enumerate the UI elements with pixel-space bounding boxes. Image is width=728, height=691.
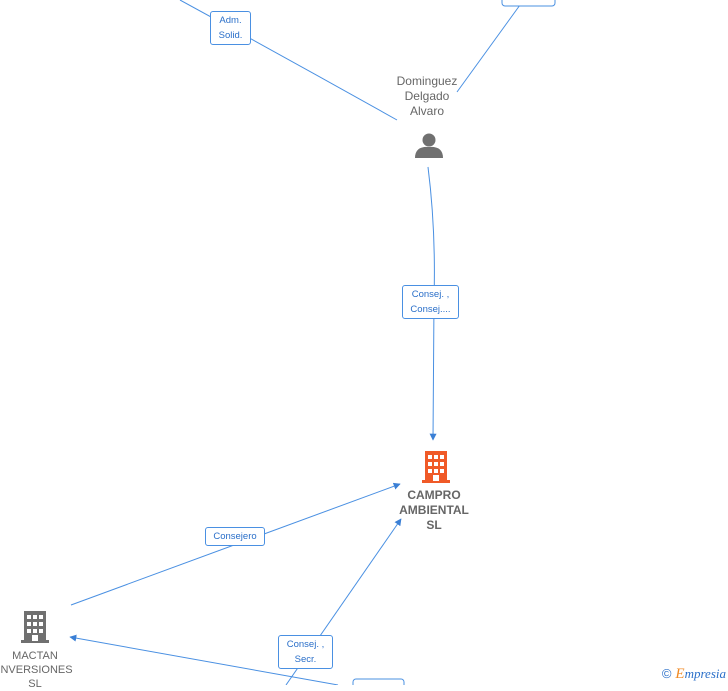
edge-label-consej-consej[interactable]: Consej. , Consej.... <box>402 285 459 319</box>
building-icon-gray[interactable] <box>21 611 49 643</box>
edge-label-consej-secr[interactable]: Consej. , Secr. <box>278 635 333 669</box>
copyright-symbol: © <box>661 666 672 681</box>
brand-initial: E <box>675 666 685 682</box>
person-name[interactable]: Dominguez Delgado Alvaro <box>396 74 458 118</box>
edge-top-right-to-person <box>456 4 521 93</box>
building-icon-highlighted[interactable] <box>422 451 450 483</box>
person-icon[interactable] <box>415 133 443 159</box>
edge-label-consejero[interactable]: Consejero <box>205 527 265 546</box>
edge-label-adm-solid[interactable]: Adm. Solid. <box>210 11 251 45</box>
brand-name: mpresia <box>684 666 726 681</box>
edge-bottom-right-to-mactan <box>69 634 339 685</box>
edge-label-offscreen-bottom <box>352 678 405 685</box>
edge-label-offscreen-top <box>501 0 556 7</box>
brand-watermark: ©Empresia <box>662 666 726 683</box>
company-name-mactan[interactable]: MACTAN INVERSIONES SL <box>0 650 73 690</box>
edge-top-left-to-person <box>179 0 398 121</box>
company-name-campro[interactable]: CAMPRO AMBIENTAL SL <box>399 488 469 532</box>
